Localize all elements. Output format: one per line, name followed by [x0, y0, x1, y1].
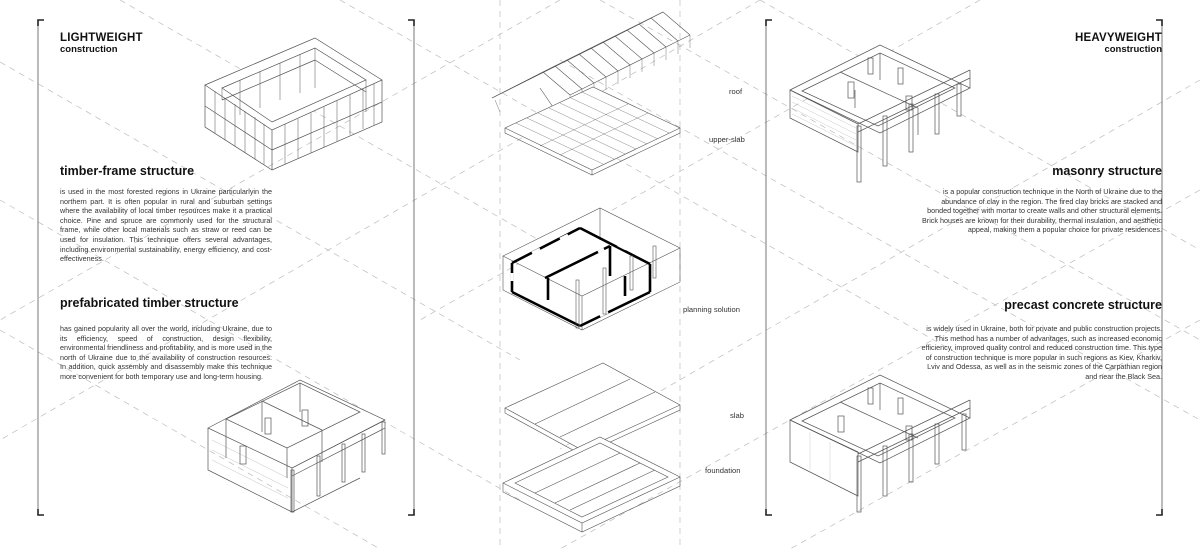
roof-label: roof [729, 87, 743, 96]
timber-frame-body: is used in the most forested regions in … [60, 187, 272, 264]
timber-frame-drawing [204, 37, 383, 171]
precast-drawing [789, 374, 971, 513]
planning-solution-label: planning solution [683, 305, 740, 314]
right-panel-title: HEAVYWEIGHT [1075, 32, 1162, 44]
masonry-drawing [789, 44, 971, 183]
masonry-body: is a popular construction technique in t… [922, 187, 1162, 235]
roof-drawing [491, 11, 691, 113]
masonry-heading: masonry structure [1052, 164, 1162, 178]
left-panel-subtitle: construction [60, 44, 118, 55]
prefab-timber-drawing [207, 379, 386, 513]
foundation-drawing [502, 436, 681, 533]
upper-slab-drawing [504, 86, 681, 176]
planning-solution-drawing [502, 207, 681, 331]
foundation-label: foundation [705, 466, 741, 475]
right-panel-frame [765, 19, 1163, 516]
left-panel-title: LIGHTWEIGHT [60, 32, 143, 44]
left-panel-frame [37, 19, 415, 516]
upper-slab-label: upper-slab [709, 135, 745, 144]
precast-body: is widely used in Ukraine, both for priv… [921, 324, 1162, 381]
precast-heading: precast concrete structure [1004, 298, 1162, 312]
right-panel-subtitle: construction [1104, 44, 1162, 55]
timber-frame-heading: timber-frame structure [60, 164, 195, 178]
prefab-timber-heading: prefabricated timber structure [60, 296, 239, 310]
slab-label: slab [730, 411, 744, 420]
prefab-timber-body: has gained popularity all over the world… [60, 324, 273, 381]
